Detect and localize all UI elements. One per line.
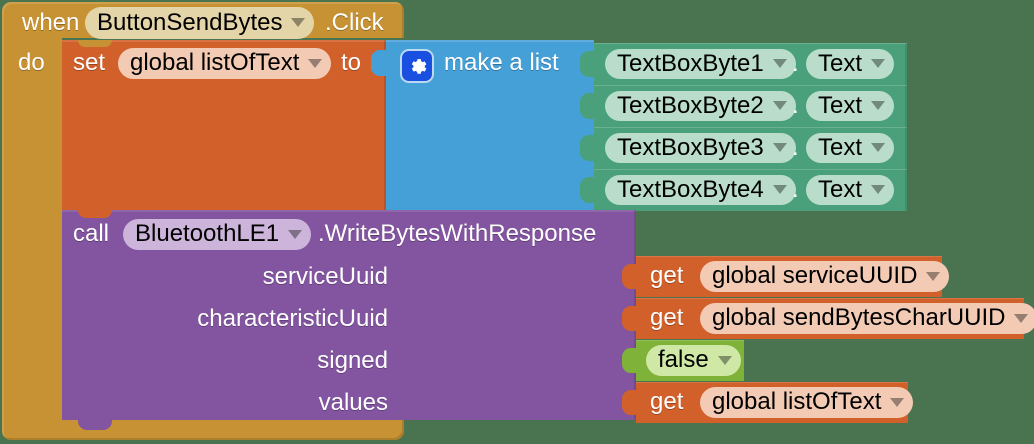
chevron-down-icon[interactable] bbox=[772, 59, 787, 68]
chevron-down-icon[interactable] bbox=[308, 58, 323, 68]
value-plug bbox=[622, 306, 637, 331]
dot-separator: . bbox=[792, 50, 799, 77]
event-component-name: ButtonSendBytes bbox=[97, 8, 283, 36]
list-item-plug bbox=[580, 177, 595, 203]
boolean-block[interactable]: false bbox=[622, 340, 744, 381]
chevron-down-icon[interactable] bbox=[871, 59, 886, 68]
get-label: get bbox=[650, 262, 684, 289]
when-label: when bbox=[22, 9, 80, 36]
property-dropdown[interactable]: Text bbox=[806, 91, 895, 121]
property-name: Text bbox=[818, 49, 863, 77]
list-item-plug bbox=[580, 135, 595, 161]
chevron-down-icon[interactable] bbox=[717, 355, 732, 365]
chevron-down-icon[interactable] bbox=[288, 229, 303, 239]
boolean-dropdown[interactable]: false bbox=[646, 345, 741, 376]
arg-label-serviceUuid: serviceUuid bbox=[262, 263, 388, 290]
arg-label-signed: signed bbox=[317, 347, 388, 374]
component-dropdown[interactable]: TextBoxByte2 bbox=[605, 91, 796, 121]
list-item-row[interactable]: TextBoxByte2 . Text bbox=[580, 85, 907, 127]
property-name: Text bbox=[818, 133, 863, 161]
get-variable-dropdown[interactable]: global serviceUUID bbox=[700, 261, 950, 292]
boolean-value: false bbox=[658, 346, 709, 373]
call-block-top-notch bbox=[78, 210, 112, 218]
get-variable-name: global listOfText bbox=[712, 388, 882, 415]
make-a-list-plug bbox=[371, 50, 388, 76]
get-variable-name: global sendBytesCharUUID bbox=[712, 304, 1006, 331]
chevron-down-icon[interactable] bbox=[871, 185, 886, 194]
arg-label-characteristicUuid: characteristicUuid bbox=[197, 305, 388, 332]
call-component-dropdown[interactable]: BluetoothLE1 bbox=[123, 219, 312, 250]
get-variable-dropdown[interactable]: global sendBytesCharUUID bbox=[700, 303, 1034, 334]
list-item-row[interactable]: TextBoxByte1 . Text bbox=[580, 43, 907, 85]
call-block-bottom-notch bbox=[78, 420, 112, 430]
chevron-down-icon[interactable] bbox=[871, 143, 886, 152]
chevron-down-icon[interactable] bbox=[772, 185, 787, 194]
call-component-name: BluetoothLE1 bbox=[135, 220, 280, 247]
list-item-row[interactable]: TextBoxByte4 . Text bbox=[580, 169, 907, 211]
component-dropdown[interactable]: TextBoxByte1 bbox=[605, 49, 796, 79]
chevron-down-icon[interactable] bbox=[772, 143, 787, 152]
component-name: TextBoxByte3 bbox=[617, 133, 764, 161]
property-name: Text bbox=[818, 175, 863, 203]
chevron-down-icon[interactable] bbox=[871, 101, 886, 110]
chevron-down-icon[interactable] bbox=[291, 18, 306, 27]
get-label: get bbox=[650, 304, 684, 331]
property-dropdown[interactable]: Text bbox=[806, 175, 895, 205]
get-variable-block[interactable]: get global listOfText bbox=[622, 382, 914, 423]
set-block-top-notch bbox=[78, 40, 112, 47]
component-name: TextBoxByte4 bbox=[617, 175, 764, 203]
property-name: Text bbox=[818, 91, 863, 119]
arg-label-values: values bbox=[318, 389, 388, 416]
dot-separator: . bbox=[792, 176, 799, 203]
event-component-dropdown[interactable]: ButtonSendBytes bbox=[85, 7, 315, 39]
gear-icon[interactable] bbox=[400, 49, 434, 83]
chevron-down-icon[interactable] bbox=[1014, 313, 1029, 323]
component-dropdown[interactable]: TextBoxByte3 bbox=[605, 133, 796, 163]
get-variable-block[interactable]: get global sendBytesCharUUID bbox=[622, 298, 1034, 339]
call-method-name: .WriteBytesWithResponse bbox=[318, 220, 597, 247]
get-variable-block[interactable]: get global serviceUUID bbox=[622, 256, 950, 297]
chevron-down-icon[interactable] bbox=[890, 397, 905, 407]
to-label: to bbox=[341, 49, 362, 76]
list-item-row[interactable]: TextBoxByte3 . Text bbox=[580, 127, 907, 169]
set-variable-dropdown[interactable]: global listOfText bbox=[118, 48, 332, 79]
dot-separator: . bbox=[792, 92, 799, 119]
value-plug bbox=[622, 264, 637, 289]
make-a-list-label: make a list bbox=[444, 49, 559, 76]
value-plug bbox=[622, 390, 637, 415]
chevron-down-icon[interactable] bbox=[772, 101, 787, 110]
list-item-plug bbox=[580, 93, 595, 119]
value-plug bbox=[622, 348, 637, 373]
component-name: TextBoxByte2 bbox=[617, 91, 764, 119]
set-label: set bbox=[73, 49, 106, 76]
get-label: get bbox=[650, 388, 684, 415]
event-name-label: .Click bbox=[325, 9, 384, 36]
do-label: do bbox=[18, 49, 45, 76]
get-variable-name: global serviceUUID bbox=[712, 262, 918, 289]
call-label: call bbox=[73, 220, 110, 247]
property-dropdown[interactable]: Text bbox=[806, 133, 895, 163]
component-name: TextBoxByte1 bbox=[617, 49, 764, 77]
list-item-plug bbox=[580, 51, 595, 77]
chevron-down-icon[interactable] bbox=[926, 271, 941, 281]
get-variable-dropdown[interactable]: global listOfText bbox=[700, 387, 914, 418]
property-dropdown[interactable]: Text bbox=[806, 49, 895, 79]
set-variable-name: global listOfText bbox=[130, 49, 300, 76]
component-dropdown[interactable]: TextBoxByte4 bbox=[605, 175, 796, 205]
dot-separator: . bbox=[792, 134, 799, 161]
